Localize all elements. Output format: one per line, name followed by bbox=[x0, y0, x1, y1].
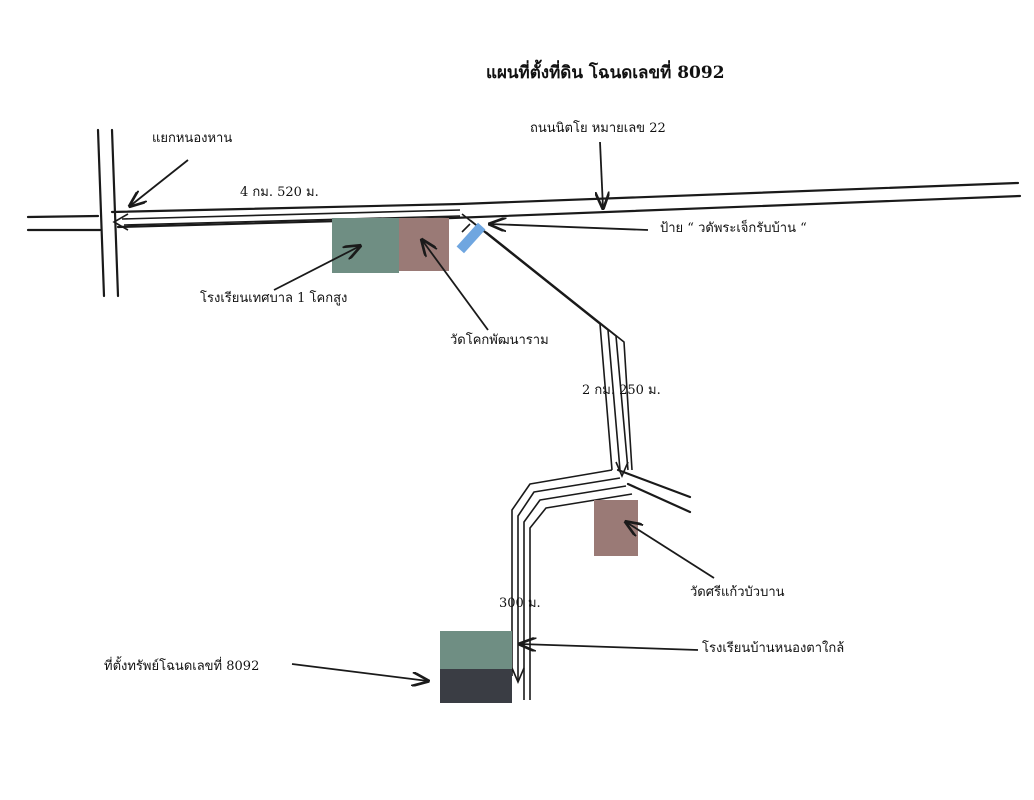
property-label: ที่ตั้งทรัพย์โฉนดเลขที่ 8092 bbox=[104, 656, 259, 674]
branch-road bbox=[616, 468, 692, 514]
side-road bbox=[461, 213, 633, 471]
distance-mid-label: 2 กม. 250 ม. bbox=[582, 383, 661, 398]
lower-road bbox=[511, 461, 633, 700]
property-block bbox=[440, 669, 512, 703]
temple-sri-block bbox=[594, 500, 638, 556]
school-village-block bbox=[440, 631, 512, 669]
main-highway bbox=[26, 181, 1022, 232]
temple-khok-block bbox=[399, 218, 449, 271]
school-village-label: โรงเรียนบ้านหนองตาใกล้ bbox=[702, 640, 844, 656]
road-label: ถนนนิตโย หมายเลข 22 bbox=[530, 120, 666, 136]
school-municipal-label: โรงเรียนเทศบาล 1 โคกสูง bbox=[200, 290, 347, 306]
temple-khok-label: วัดโคกพัฒนาราม bbox=[450, 332, 549, 348]
pointer-arrows bbox=[130, 141, 715, 681]
school-municipal-block bbox=[332, 218, 399, 273]
distance-main-label: 4 กม. 520 ม. bbox=[240, 185, 319, 200]
distance-last-label: 300 ม. bbox=[499, 596, 541, 611]
temple-sri-label: วัดศรีแก้วบัวบาน bbox=[690, 584, 785, 600]
junction-label: แยกหนองหาน bbox=[152, 131, 232, 146]
sign-label: ป้าย “ วดัพระเจ็กรับบ้าน “ bbox=[660, 218, 807, 236]
route-highway bbox=[112, 209, 461, 231]
sign-marker bbox=[456, 222, 486, 254]
map-title: แผนที่ตั้งที่ดิน โฉนดเลขที่ 8092 bbox=[486, 59, 725, 83]
